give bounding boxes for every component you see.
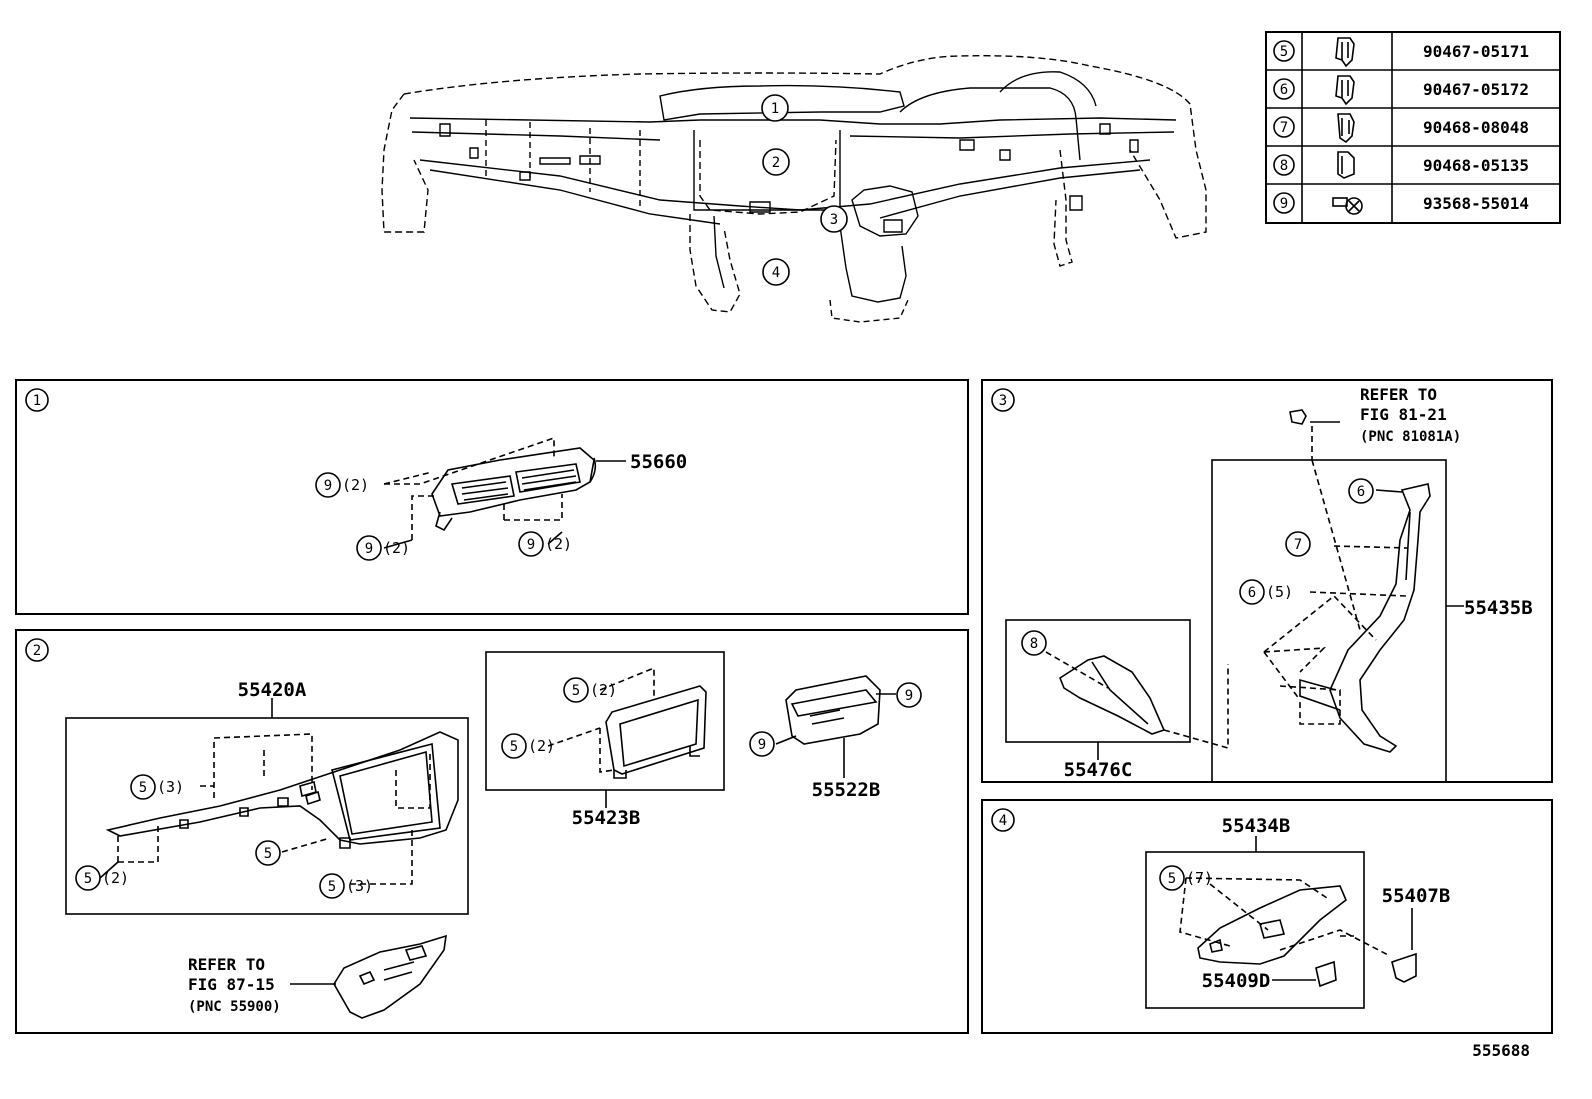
part-55407B: [1391, 952, 1417, 983]
clip-ref: 5: [328, 879, 336, 895]
clip-icon: [1337, 151, 1355, 179]
part-55423B: [605, 685, 707, 779]
part-55434B: [1197, 885, 1347, 965]
table-part-no: 90467-05171: [1423, 42, 1529, 61]
clip-qty: (5): [1266, 583, 1293, 601]
clip-ref: 9: [527, 537, 535, 553]
clip-qty: (3): [157, 778, 184, 796]
part-55476C: [1059, 655, 1166, 735]
dashboard-overview: [381, 55, 1207, 323]
table-row-6: [1273, 75, 1355, 106]
clip-ref: 6: [1357, 484, 1365, 500]
clip-qty: (3): [346, 877, 373, 895]
panel-3: [981, 379, 1553, 783]
table-row-9: [1273, 192, 1363, 215]
overview-callout-label: 1: [771, 101, 779, 117]
panel-3-id: 3: [999, 393, 1007, 409]
clip-qty: (2): [590, 681, 617, 699]
clip-qty: (2): [545, 535, 572, 553]
figure-id: 555688: [1472, 1041, 1530, 1060]
clip-icon: [1335, 75, 1355, 106]
table-ref-9: 9: [1280, 196, 1288, 212]
table-ref-6: 6: [1280, 82, 1288, 98]
table-part-no: 90467-05172: [1423, 80, 1529, 99]
clip-ref: 9: [905, 688, 913, 704]
clip-qty: (2): [383, 539, 410, 557]
clip-qty: (2): [342, 476, 369, 494]
clip-ref: 8: [1030, 636, 1038, 652]
refer-line-3: (PNC 81081A): [1360, 429, 1461, 445]
table-ref-5: 5: [1280, 44, 1288, 60]
clip-icon: [1335, 37, 1355, 68]
table-row-8: [1273, 151, 1355, 179]
refer-line-1: REFER TO: [1360, 385, 1437, 404]
part-55435B: [1299, 483, 1431, 753]
screw-icon: [1332, 197, 1363, 215]
part-55660: [431, 447, 597, 532]
table-ref-7: 7: [1280, 120, 1288, 136]
overview-callout-label: 3: [830, 212, 838, 228]
clip-ref: 5: [1168, 871, 1176, 887]
table-row-5: [1273, 37, 1355, 68]
clip-ref: 5: [572, 683, 580, 699]
clip-ref: 9: [324, 478, 332, 494]
clip-ref: 5: [264, 846, 272, 862]
overview-callout-1: [761, 94, 789, 122]
part-label-55434B: 55434B: [1222, 815, 1291, 837]
part-55420A: [105, 731, 459, 849]
clip-qty: (2): [102, 869, 129, 887]
table-row-7: [1273, 113, 1355, 144]
fastener-table: [1265, 31, 1561, 224]
table-part-no: 90468-08048: [1423, 118, 1529, 137]
part-label-55409D: 55409D: [1202, 970, 1271, 992]
clip-ref: 5: [84, 871, 92, 887]
clip-ref: 5: [139, 780, 147, 796]
clip-qty: (7): [1186, 869, 1213, 887]
part-label-55435B: 55435B: [1464, 597, 1533, 619]
clip-ref: 7: [1294, 537, 1302, 553]
table-ref-8: 8: [1280, 158, 1288, 174]
table-part-no: 90468-05135: [1423, 156, 1529, 175]
panel-4-id: 4: [999, 813, 1007, 829]
clip-ref: 9: [758, 737, 766, 753]
part-55409D: [1315, 960, 1337, 988]
clip-qty: (2): [528, 737, 555, 755]
part-ref-55900: [333, 934, 447, 1019]
refer-line-3: (PNC 55900): [188, 999, 281, 1015]
part-55522B: [785, 675, 881, 745]
panel-2-id: 2: [33, 643, 41, 659]
table-part-no: 93568-55014: [1423, 194, 1529, 213]
refer-line-1: REFER TO: [188, 955, 265, 974]
clip-icon: [1337, 113, 1355, 144]
part-label-55660: 55660: [630, 451, 687, 473]
clip-ref: 9: [365, 541, 373, 557]
clip-icon: [1289, 409, 1307, 425]
overview-callout-2: [762, 148, 790, 176]
overview-callout-3: [820, 205, 848, 233]
clip-ref: 6: [1248, 585, 1256, 601]
overview-callout-label: 4: [772, 265, 780, 281]
refer-line-2: FIG 87-15: [188, 975, 275, 994]
part-label-55407B: 55407B: [1382, 885, 1451, 907]
part-label-55420A: 55420A: [238, 679, 307, 701]
overview-callout-4: [762, 258, 790, 286]
refer-line-2: FIG 81-21: [1360, 405, 1447, 424]
panel-4: [981, 799, 1553, 1034]
clip-ref: 5: [510, 739, 518, 755]
overview-callout-label: 2: [772, 155, 780, 171]
panel-2: [15, 629, 969, 1034]
panel-1: [15, 379, 969, 615]
part-label-55522B: 55522B: [812, 779, 881, 801]
part-label-55423B: 55423B: [572, 807, 641, 829]
panel-1-id: 1: [33, 393, 41, 409]
part-label-55476C: 55476C: [1064, 759, 1133, 781]
